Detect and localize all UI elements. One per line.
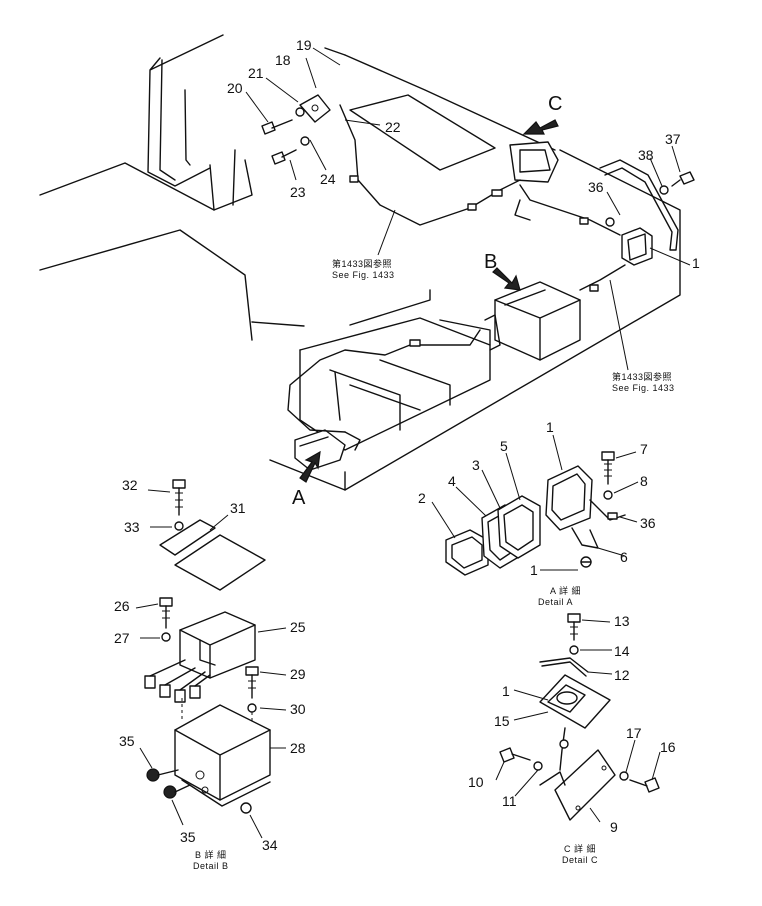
callout-25: 25 <box>290 619 306 635</box>
callout-32: 32 <box>122 477 138 493</box>
callout-16: 16 <box>660 739 676 755</box>
callout-23: 23 <box>290 184 306 200</box>
callout-1-a: 1 <box>546 419 554 435</box>
callout-1-c: 1 <box>502 683 510 699</box>
see-fig-jp-2: 第1433図参照 <box>612 371 672 382</box>
callout-2: 2 <box>418 490 426 506</box>
callout-5: 5 <box>500 438 508 454</box>
callout-1-main: 1 <box>692 255 700 271</box>
callout-37: 37 <box>665 131 681 147</box>
detail-b <box>135 479 287 839</box>
callout-17: 17 <box>626 725 642 741</box>
callout-4: 4 <box>448 473 456 489</box>
view-letter-b: B <box>484 251 497 273</box>
callout-15: 15 <box>494 713 510 729</box>
detail-c-en: Detail C <box>562 855 598 865</box>
callout-36-main: 36 <box>588 179 604 195</box>
callout-6: 6 <box>620 549 628 565</box>
detail-b-en: Detail B <box>193 861 229 871</box>
callout-3: 3 <box>472 457 480 473</box>
callout-30: 30 <box>290 701 306 717</box>
callout-29: 29 <box>290 666 306 682</box>
callout-22: 22 <box>385 119 401 135</box>
detail-a <box>431 434 639 576</box>
callout-9: 9 <box>610 819 618 835</box>
detail-b-jp: B 詳 細 <box>195 849 227 860</box>
view-arrows <box>299 119 559 483</box>
callout-35-bottom: 35 <box>180 829 196 845</box>
see-fig-en-2: See Fig. 1433 <box>612 383 675 393</box>
main-leaders <box>245 47 695 371</box>
callout-20: 20 <box>227 80 243 96</box>
callout-26: 26 <box>114 598 130 614</box>
detail-c-jp: C 詳 細 <box>564 843 596 854</box>
callout-28: 28 <box>290 740 306 756</box>
callout-11: 11 <box>502 793 517 809</box>
callout-33: 33 <box>124 519 140 535</box>
view-b-arrow <box>492 267 521 291</box>
callout-13: 13 <box>614 613 630 629</box>
callout-31: 31 <box>230 500 246 516</box>
callout-14: 14 <box>614 643 630 659</box>
view-letter-a: A <box>292 487 306 509</box>
callout-1-a2: 1 <box>530 562 538 578</box>
see-fig-en-1: See Fig. 1433 <box>332 270 395 280</box>
detail-a-en: Detail A <box>538 597 573 607</box>
callout-8: 8 <box>640 473 648 489</box>
callout-35-top: 35 <box>119 733 135 749</box>
callout-18: 18 <box>275 52 291 68</box>
callout-38: 38 <box>638 147 654 163</box>
callout-34: 34 <box>262 837 278 853</box>
detail-a-jp: A 詳 細 <box>550 585 581 596</box>
view-letter-c: C <box>548 93 562 115</box>
callout-7: 7 <box>640 441 648 457</box>
callout-10: 10 <box>468 774 484 790</box>
see-fig-jp-1: 第1433図参照 <box>332 258 392 269</box>
detail-c <box>495 613 661 823</box>
callout-12: 12 <box>614 667 630 683</box>
callout-21: 21 <box>248 65 264 81</box>
view-c-arrow <box>522 119 559 135</box>
view-a-arrow <box>299 450 321 483</box>
callout-27: 27 <box>114 630 130 646</box>
callout-36-a: 36 <box>640 515 656 531</box>
callout-24: 24 <box>320 171 336 187</box>
callout-19: 19 <box>296 37 312 53</box>
